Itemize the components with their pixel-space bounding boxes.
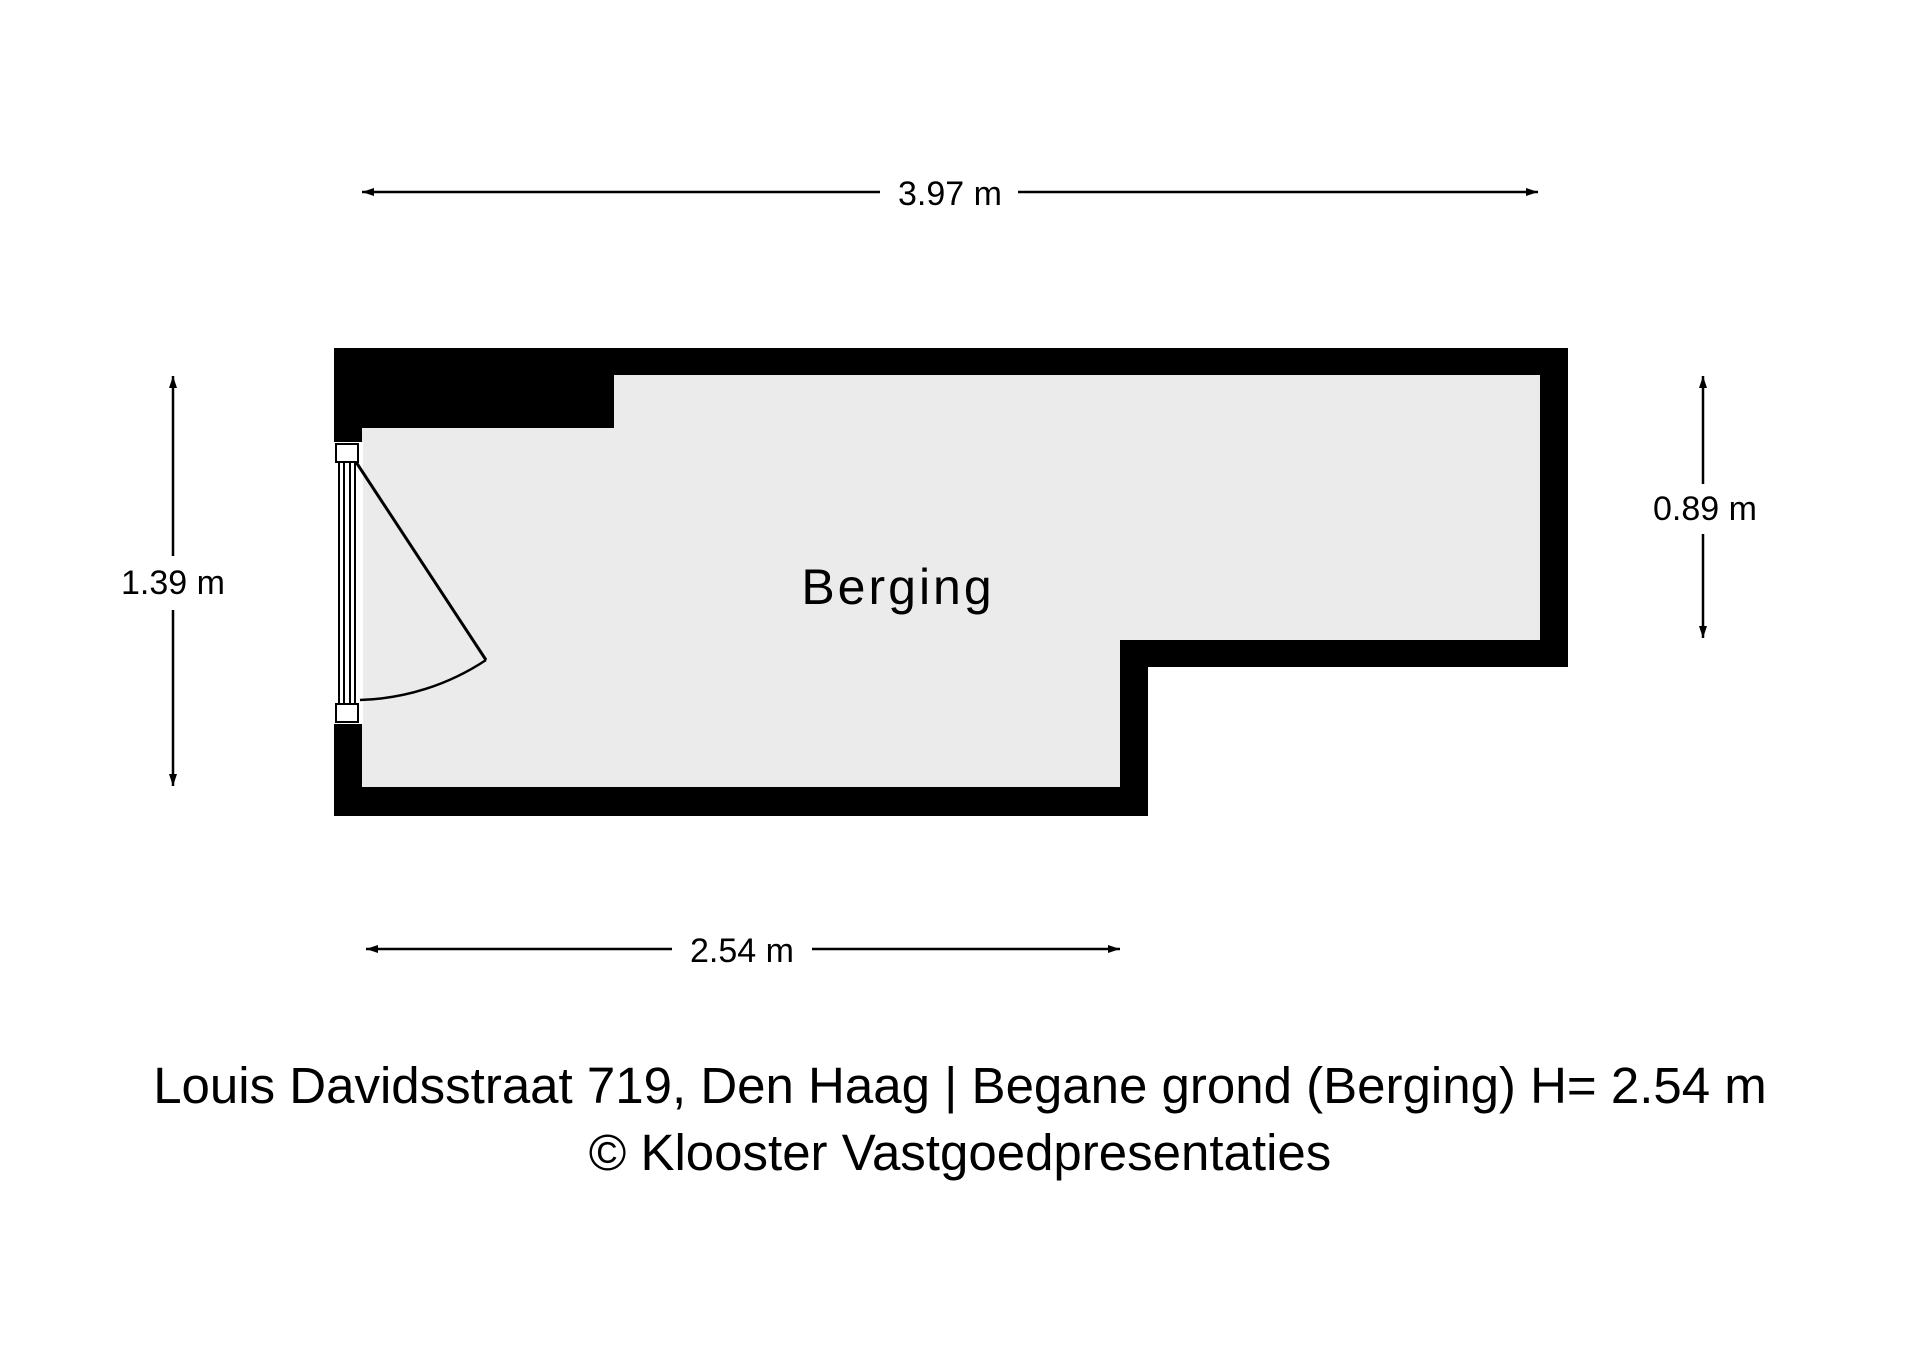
dimension-bottom-width: 2.54 m bbox=[690, 932, 794, 970]
dimension-left-height: 1.39 m bbox=[121, 564, 225, 602]
door-swing-arc bbox=[359, 658, 487, 702]
door-jamb-bottom bbox=[335, 703, 359, 723]
dimension-right-height: 0.89 m bbox=[1653, 490, 1757, 528]
room-floor bbox=[362, 375, 1540, 787]
door-opening bbox=[333, 442, 363, 724]
door-leaf bbox=[354, 461, 488, 661]
caption-copyright: © Klooster Vastgoedpresentaties bbox=[588, 1124, 1332, 1181]
door-jamb-top bbox=[335, 443, 359, 463]
room-label: Berging bbox=[801, 559, 994, 615]
caption-address: Louis Davidsstraat 719, Den Haag | Began… bbox=[153, 1057, 1767, 1114]
dimension-top-width: 3.97 m bbox=[898, 175, 1002, 213]
